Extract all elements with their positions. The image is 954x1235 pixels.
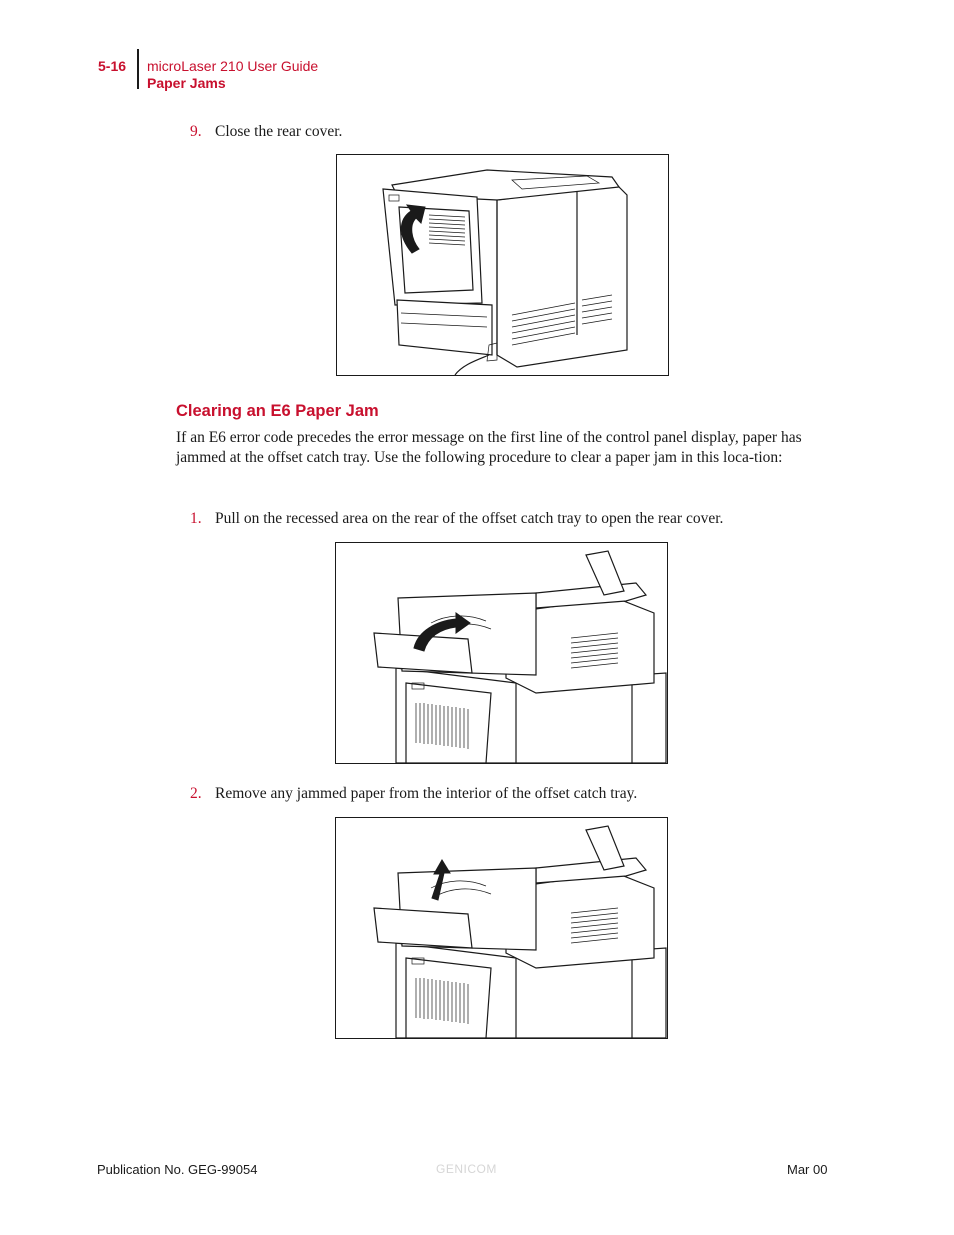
intro-paragraph: If an E6 error code precedes the error m… [176,429,802,466]
guide-title: microLaser 210 User Guide [147,58,319,74]
brand-watermark: GENICOM [436,1162,497,1176]
figure-remove-jammed-paper [335,817,668,1039]
page-number: 5-16 [98,58,127,74]
header-divider [137,49,139,89]
offset-tray-open-illustration [373,550,667,763]
step-text: Pull on the recessed area on the rear of… [215,510,724,527]
step-number: 2. [190,785,202,802]
step-number: 1. [190,510,202,527]
printer-rear-illustration [382,169,628,375]
offset-tray-remove-paper-illustration [373,825,667,1038]
figure-open-offset-tray-cover [335,542,668,764]
section-title: Paper Jams [147,75,226,91]
step-number: 9. [190,123,202,140]
step-text: Close the rear cover. [215,123,343,140]
publication-date: Mar 00 [787,1162,828,1177]
publication-number: Publication No. GEG-99054 [97,1162,258,1177]
figure-close-rear-cover [336,154,669,376]
step-text: Remove any jammed paper from the interio… [215,785,638,802]
section-heading: Clearing an E6 Paper Jam [176,402,379,420]
